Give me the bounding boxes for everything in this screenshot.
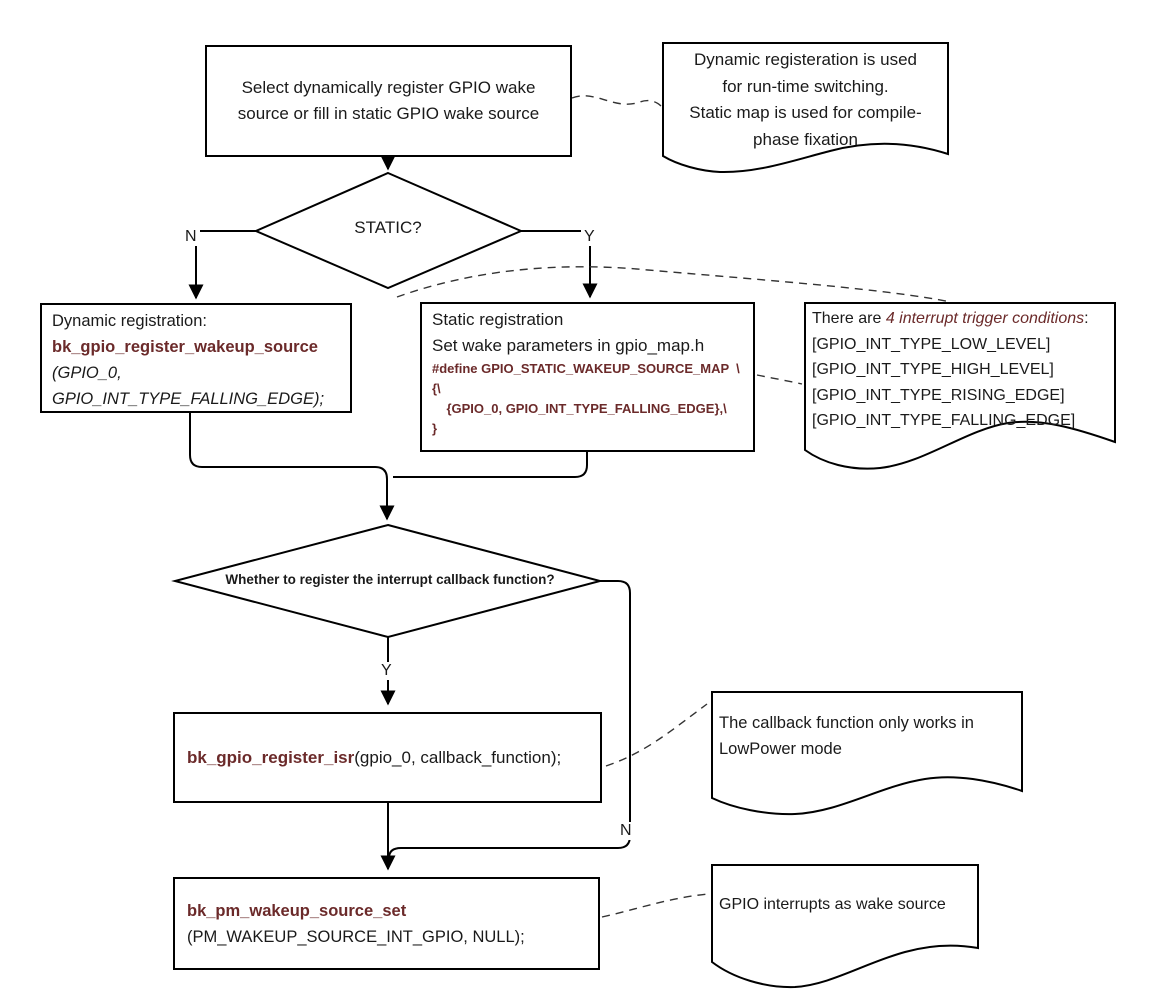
static-map-code-line3: {GPIO_0, GPIO_INT_TYPE_FALLING_EDGE},\: [432, 401, 727, 416]
trigger-note-item-2: [GPIO_INT_TYPE_HIGH_LEVEL]: [812, 361, 1054, 378]
branch-no-decision1: [188, 230, 257, 300]
static-registration-box: Static registration Set wake parameters …: [420, 302, 755, 452]
select-wake-source-text: Select dynamically register GPIO wake so…: [237, 78, 540, 123]
trigger-note-emphasis: 4 interrupt trigger conditions: [885, 310, 1085, 327]
wake-note-text: GPIO interrupts as wake source: [719, 896, 946, 913]
callback-note-shape: [711, 691, 1023, 816]
dynamic-registration-box: Dynamic registration: bk_gpio_register_w…: [40, 303, 352, 413]
merge-dynamic-to-decision2: [189, 413, 395, 521]
trigger-note-intro: There are 4 interrupt trigger conditions…: [812, 306, 1112, 332]
dash-isr-to-callback-note: [605, 703, 708, 767]
trigger-note-prefix: There are: [812, 310, 886, 327]
decision2-yes-label: Y: [378, 662, 395, 680]
pm-wakeup-set-func: bk_pm_wakeup_source_set: [187, 901, 407, 920]
static-map-code-line1: #define GPIO_STATIC_WAKEUP_SOURCE_MAP \: [432, 361, 740, 376]
trigger-note-item-3: [GPIO_INT_TYPE_RISING_EDGE]: [812, 386, 1065, 404]
dash-select-to-top-note: [571, 95, 662, 107]
top-note-shape: [662, 42, 949, 174]
decision2-diamond: [171, 523, 604, 639]
static-registration-line2: Set wake parameters in gpio_map.h: [432, 336, 705, 355]
trigger-note-text: There are 4 interrupt trigger conditions…: [812, 306, 1112, 434]
trigger-note-item-4: [GPIO_INT_TYPE_FALLING_EDGE]: [812, 412, 1076, 429]
trigger-note-shape: [804, 302, 1116, 470]
static-registration-line1: Static registration: [432, 310, 564, 329]
register-isr-box: bk_gpio_register_isr(gpio_0, callback_fu…: [173, 712, 602, 803]
wake-note-shape: [711, 864, 979, 989]
register-isr-func: bk_gpio_register_isr: [187, 747, 355, 767]
dash-static-to-trigger-note: [396, 266, 952, 303]
decision2-no-label: N: [617, 822, 635, 840]
branch-yes-decision1: [521, 230, 598, 299]
dynamic-registration-arg2: GPIO_INT_TYPE_FALLING_EDGE);: [52, 390, 325, 408]
static-map-code-line2: {\: [432, 381, 441, 396]
dynamic-registration-func: bk_gpio_register_wakeup_source: [52, 338, 318, 356]
pm-wakeup-set-args: (PM_WAKEUP_SOURCE_INT_GPIO, NULL);: [187, 927, 525, 946]
register-isr-args: (gpio_0, callback_function);: [354, 747, 562, 767]
dash-pm-to-wake-note: [601, 893, 709, 918]
pm-wakeup-set-box: bk_pm_wakeup_source_set (PM_WAKEUP_SOURC…: [173, 877, 600, 970]
decision2-label: Whether to register the interrupt callba…: [225, 572, 555, 587]
static-map-code-line4: }: [432, 421, 438, 436]
dash-static-to-trigger-note-short: [756, 374, 803, 385]
decision1-no-label: N: [182, 228, 200, 246]
decision1-label: STATIC?: [354, 218, 422, 237]
trigger-note-item-1: [GPIO_INT_TYPE_LOW_LEVEL]: [812, 335, 1051, 353]
select-wake-source-box: Select dynamically register GPIO wake so…: [205, 45, 572, 157]
branch-no-decision2: [388, 580, 631, 859]
decision1-diamond: [253, 171, 524, 290]
dynamic-registration-arg1: (GPIO_0,: [52, 364, 122, 382]
trigger-note-suffix: :: [1084, 310, 1089, 327]
callback-note-text: The callback function only works in LowP…: [719, 714, 974, 758]
dynamic-registration-title: Dynamic registration:: [52, 312, 207, 330]
top-note-text: Dynamic registeration is used for run-ti…: [689, 50, 922, 149]
decision1-yes-label: Y: [581, 228, 598, 246]
merge-static-to-decision2: [393, 452, 588, 478]
